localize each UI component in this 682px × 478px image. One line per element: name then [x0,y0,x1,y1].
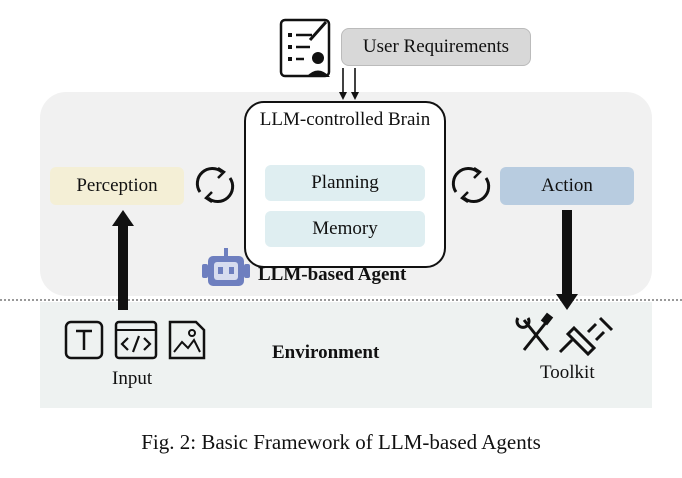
image-icon [168,320,206,360]
action-box: Action [500,167,634,205]
code-icon [114,320,158,360]
cycle-arrows-icon [195,166,235,204]
planning-box: Planning [265,165,425,201]
environment-divider [0,299,682,301]
input-label: Input [112,368,153,389]
text-icon [64,320,104,360]
tools-icon [515,312,554,351]
document-user-icon [279,18,331,78]
cycle-arrows-icon [451,166,491,204]
user-requirements-box: User Requirements [341,28,531,66]
action-to-toolkit-arrow [556,210,578,310]
input-to-perception-arrow [112,210,134,310]
agent-label: LLM-based Agent [258,264,407,285]
toolkit-label: Toolkit [540,362,595,383]
perception-box: Perception [50,167,184,205]
brain-title: LLM-controlled Brain [259,109,431,130]
figure-caption: Fig. 2: Basic Framework of LLM-based Age… [141,430,541,454]
robot-icon [202,248,250,286]
environment-label: Environment [272,342,380,363]
memory-box: Memory [265,211,425,247]
plug-icon [558,316,614,357]
